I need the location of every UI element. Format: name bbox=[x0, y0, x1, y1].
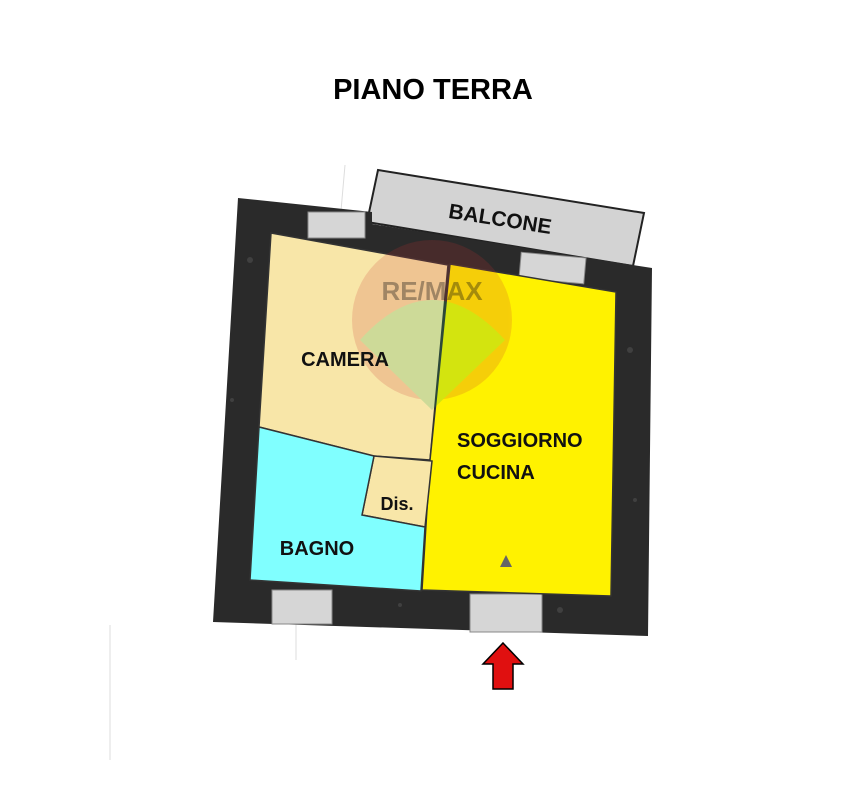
soggiorno-room bbox=[421, 263, 617, 597]
entrance-arrow-up-icon bbox=[481, 641, 525, 690]
camera-marker-icon bbox=[500, 555, 512, 567]
bagno-room bbox=[249, 426, 426, 592]
label-camera: CAMERA bbox=[301, 349, 389, 371]
wall-texture bbox=[230, 257, 637, 613]
label-disimpegno: Dis. bbox=[380, 494, 413, 514]
label-cucina: CUCINA bbox=[457, 462, 535, 484]
windows bbox=[271, 211, 587, 633]
label-bagno: BAGNO bbox=[280, 538, 354, 560]
remax-watermark bbox=[352, 240, 512, 410]
floor-title: PIANO TERRA bbox=[333, 74, 533, 106]
label-soggiorno: SOGGIORNO bbox=[457, 430, 583, 452]
remax-logo-text: RE/MAX bbox=[381, 276, 483, 306]
